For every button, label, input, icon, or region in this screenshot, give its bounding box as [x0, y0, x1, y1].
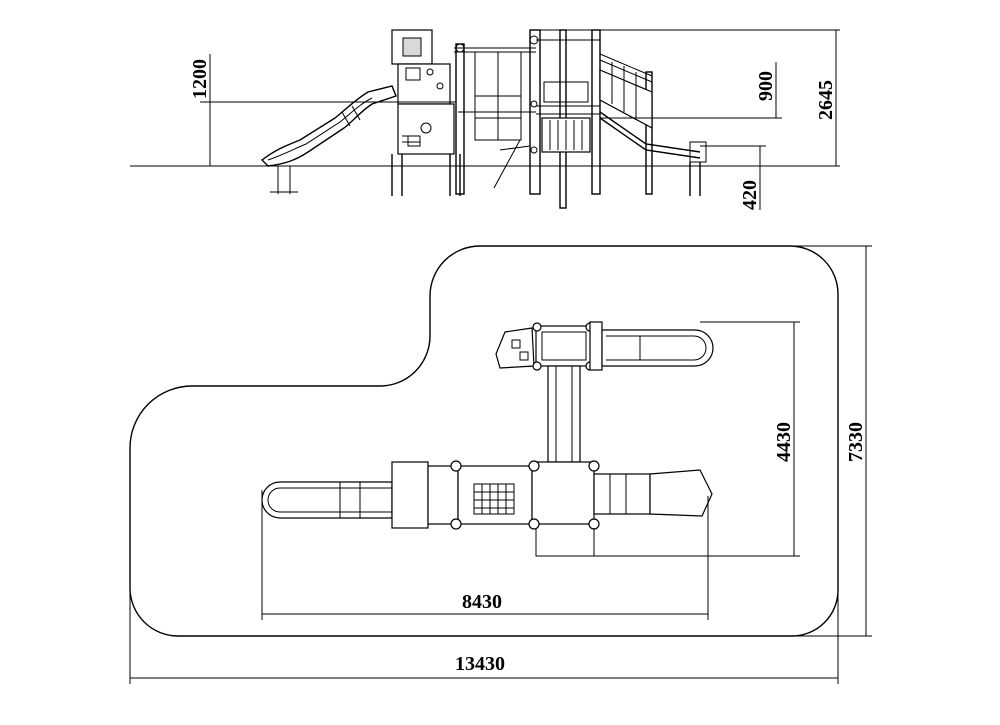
- dim-2645: 2645: [815, 80, 837, 120]
- central-tower: [530, 29, 601, 209]
- dim-13430: 13430: [455, 653, 505, 675]
- dim-8430: 8430: [462, 591, 502, 613]
- plan-left-slide: [261, 481, 393, 519]
- plan-dimensions: [129, 245, 872, 684]
- dim-1200: 1200: [189, 59, 211, 99]
- right-ramp: [599, 53, 707, 196]
- side-elevation: 1200 900 2645 420: [130, 29, 840, 210]
- dim-900: 900: [755, 71, 777, 101]
- safety-zone: [129, 245, 839, 637]
- elevation-dimensions: [200, 29, 840, 210]
- dim-420: 420: [739, 180, 761, 210]
- plan-bridge-vertical: [547, 365, 581, 463]
- dim-7330: 7330: [845, 422, 867, 462]
- plan-view: 4430 7330 8430 13430: [129, 245, 872, 684]
- dim-4430: 4430: [773, 422, 795, 462]
- plan-lower-deck: [391, 460, 713, 557]
- plan-upper-tower: [495, 321, 714, 371]
- slide-tower: [384, 29, 461, 196]
- left-slide: [260, 85, 397, 194]
- net-climber: [454, 29, 541, 195]
